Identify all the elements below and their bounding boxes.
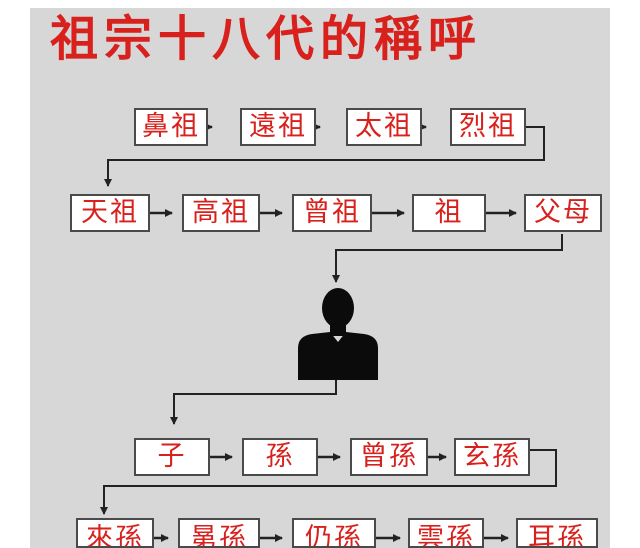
node-rengsun: 仍孫 [292,518,376,548]
node-zengzu: 曾祖 [292,194,372,232]
node-zu: 祖 [412,194,486,232]
node-taizu: 太祖 [346,108,422,146]
node-gaozu: 高祖 [182,194,260,232]
node-fumu: 父母 [524,194,602,232]
diagram-title: 祖宗十八代的稱呼 [50,11,483,67]
node-kunsun: 晜孫 [178,518,260,548]
node-laisun: 來孫 [76,518,154,548]
node-yunsun: 雲孫 [408,518,484,548]
connector-row1-row2 [104,126,545,187]
node-zi: 子 [134,438,210,476]
node-bizu: 鼻祖 [134,108,208,146]
person-silhouette-icon [298,288,378,380]
node-ersun: 耳孫 [516,518,598,548]
node-tianzu: 天祖 [70,194,150,232]
connector-row2-self [332,234,563,283]
connector-row3-row4 [100,449,557,515]
connector-self-row3 [170,380,337,425]
node-yuanzu: 遠祖 [240,108,316,146]
node-zengsun: 曾孫 [350,438,428,476]
node-liezu: 烈祖 [450,108,526,146]
node-sun: 孫 [242,438,318,476]
node-xuansun: 玄孫 [454,438,530,476]
